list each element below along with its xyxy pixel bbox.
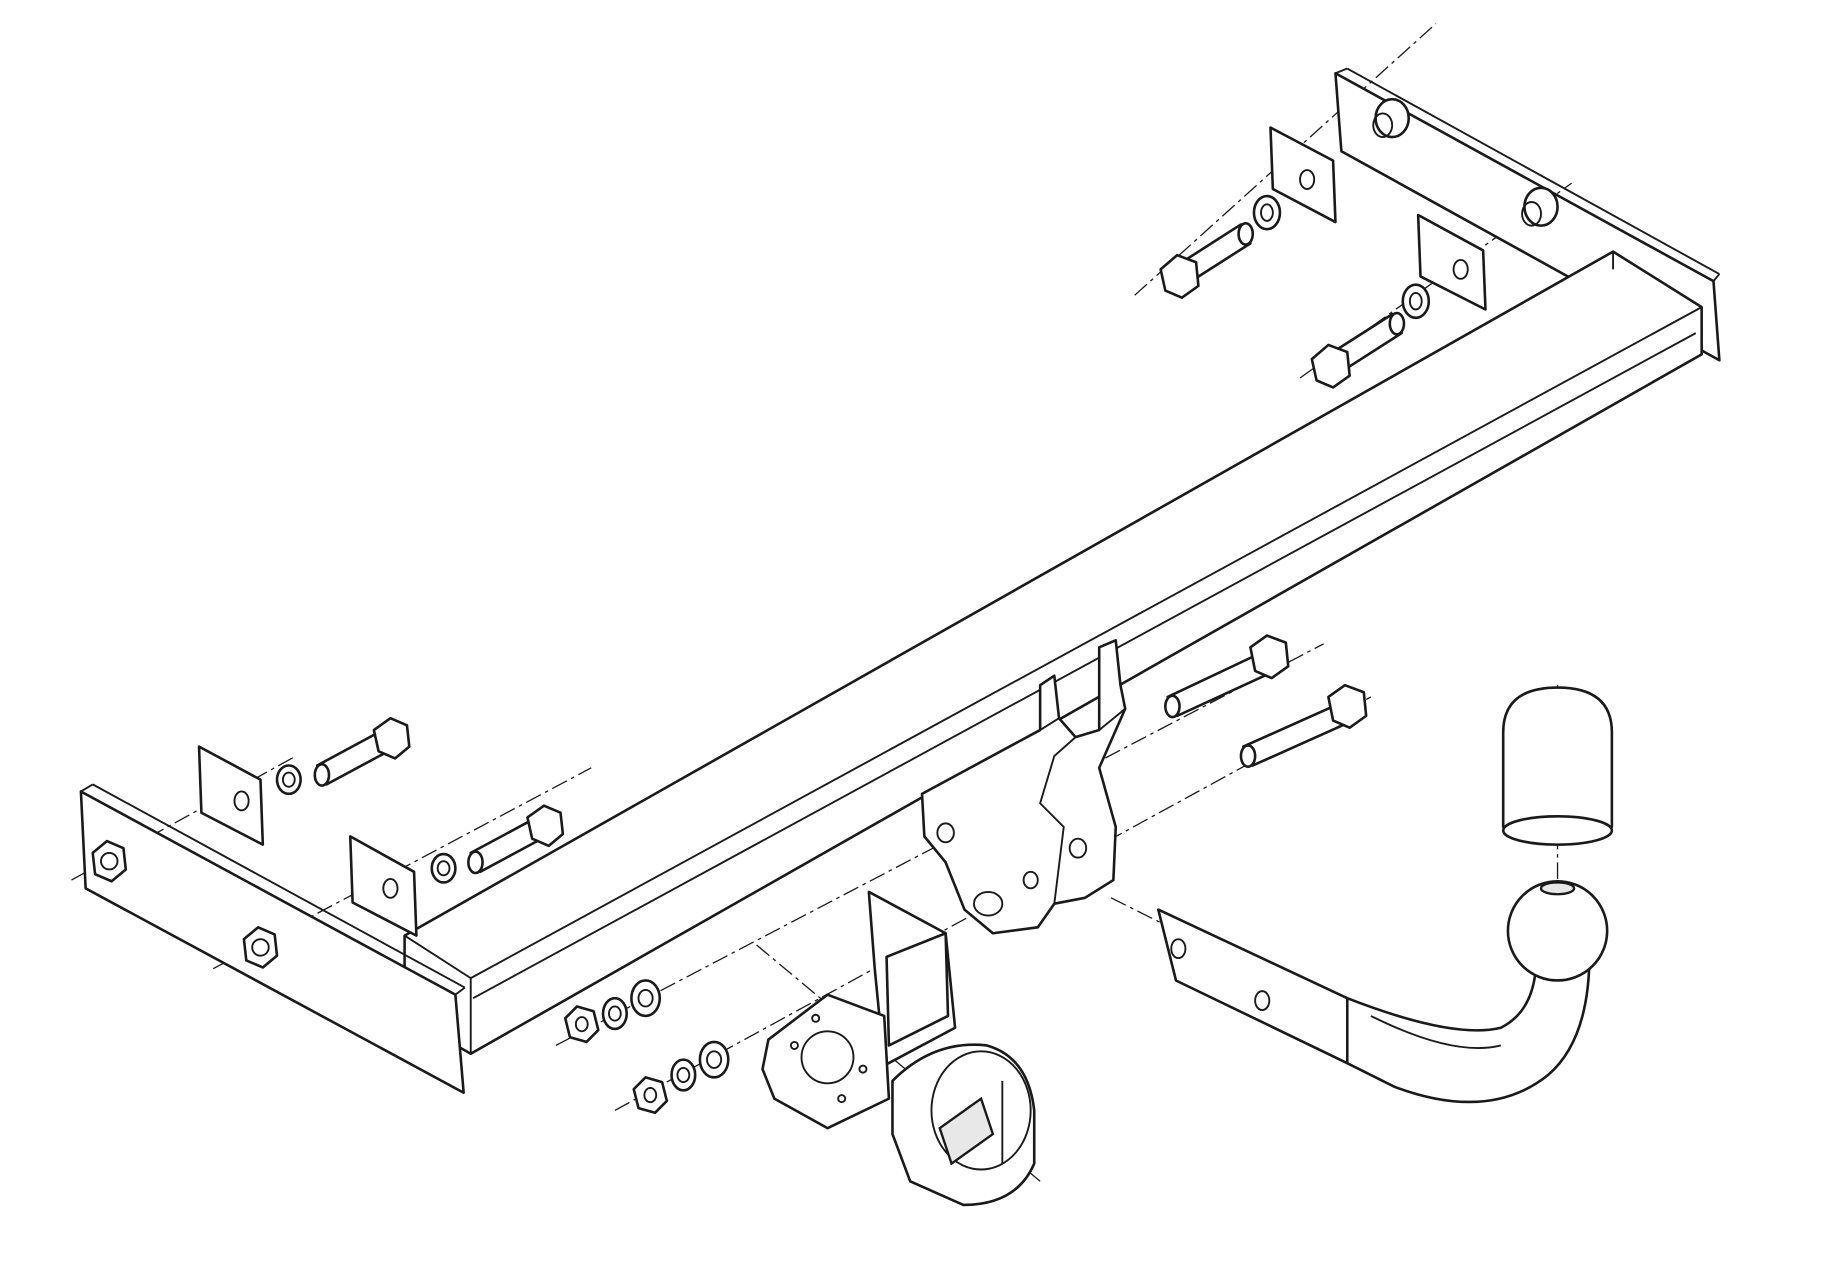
square-plate-left-2 (348, 835, 418, 937)
washer-lower-3 (670, 1058, 697, 1092)
bolt-left-2 (467, 804, 565, 875)
square-plate-right-1 (1269, 126, 1337, 224)
washer-lower-1 (601, 996, 628, 1031)
tow-ball-arm (1156, 908, 1591, 1104)
square-plate-left-1 (197, 745, 265, 846)
washer-lower-4 (698, 1040, 730, 1079)
main-crossbar (403, 250, 1703, 1056)
bolt-center-1 (1164, 634, 1290, 719)
bolt-center-2 (1239, 683, 1368, 768)
weld-nut-left-2 (242, 926, 279, 969)
washer-right-2 (1401, 283, 1431, 320)
weld-nut-left-1 (91, 839, 128, 883)
nut-lower-2 (632, 1076, 669, 1115)
washer-left-1 (275, 764, 302, 796)
weld-nut-right-1 (1372, 97, 1410, 139)
square-plate-right-2 (1416, 213, 1487, 311)
tow-ball-cap (1501, 686, 1614, 846)
bolt-right-1 (1159, 221, 1255, 299)
washer-left-2 (430, 852, 457, 884)
electrical-socket (891, 1043, 1036, 1207)
washer-right-1 (1252, 194, 1282, 231)
tow-ball (1506, 879, 1609, 982)
washer-lower-2 (630, 979, 662, 1018)
bolt-right-2 (1310, 311, 1406, 389)
nut-lower-1 (563, 1005, 600, 1044)
center-bracket (920, 638, 1127, 935)
weld-nut-right-2 (1521, 186, 1559, 227)
socket-bracket (761, 890, 957, 1130)
bolt-left-1 (313, 716, 411, 787)
